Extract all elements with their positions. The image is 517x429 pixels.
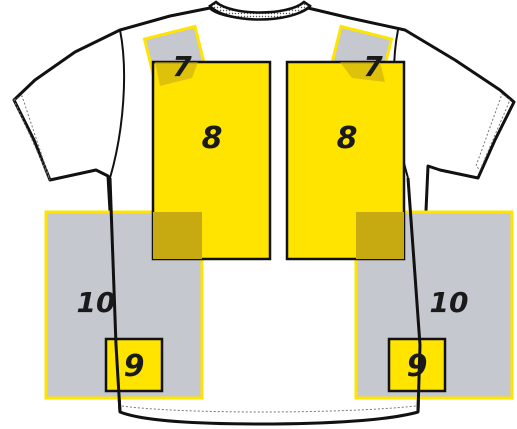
zone-10-right-label: 10 — [430, 286, 469, 319]
zone-8-left-label: 8 — [202, 121, 223, 156]
zone-9-right-label: 9 — [407, 349, 428, 384]
overlap-right — [356, 212, 404, 259]
zone-10-left-label: 10 — [77, 286, 116, 319]
zone-8-right-label: 8 — [337, 121, 358, 156]
overlap-left — [153, 212, 202, 259]
zone-7-left-label: 7 — [172, 50, 192, 83]
zone-9-left-label: 9 — [124, 349, 145, 384]
zone-7-right-label: 7 — [363, 50, 383, 83]
